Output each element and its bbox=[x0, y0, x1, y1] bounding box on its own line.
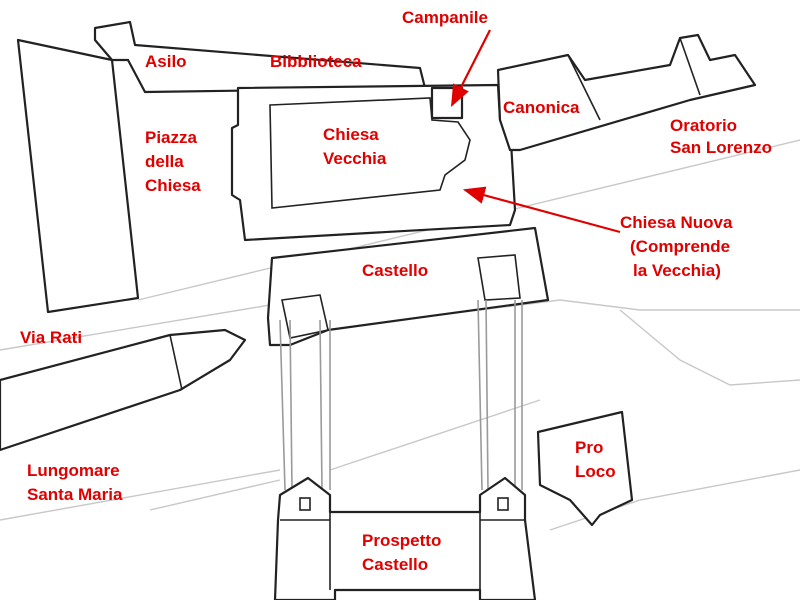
label-chiesa-nuova: Chiesa Nuova bbox=[620, 213, 733, 232]
label-chiesa-vecchia-1: Chiesa bbox=[323, 125, 379, 144]
map-labels: Campanile Asilo Bibblioteca Canonica Ora… bbox=[20, 8, 772, 574]
arrow-campanile bbox=[451, 29, 491, 107]
label-lungomare: Lungomare bbox=[27, 461, 120, 480]
label-loco: Loco bbox=[575, 462, 616, 481]
label-san-lorenzo: San Lorenzo bbox=[670, 138, 772, 157]
label-prospetto-castello: Castello bbox=[362, 555, 428, 574]
label-oratorio: Oratorio bbox=[670, 116, 737, 135]
label-pro: Pro bbox=[575, 438, 603, 457]
label-piazza: Piazza bbox=[145, 128, 198, 147]
label-la-vecchia: la Vecchia) bbox=[633, 261, 721, 280]
arrow-chiesa-nuova bbox=[462, 186, 621, 234]
building-canonica-oratorio bbox=[496, 33, 757, 152]
building-pro-loco bbox=[536, 410, 634, 527]
label-biblioteca: Bibblioteca bbox=[270, 52, 362, 71]
road-island bbox=[0, 328, 247, 452]
label-della: della bbox=[145, 152, 184, 171]
building-left bbox=[16, 38, 140, 314]
building-castello bbox=[266, 226, 550, 347]
building-prospetto-castello bbox=[273, 476, 537, 600]
label-comprende: (Comprende bbox=[630, 237, 730, 256]
projection-lines bbox=[279, 299, 523, 491]
annotation-arrows bbox=[451, 29, 621, 234]
label-castello: Castello bbox=[362, 261, 428, 280]
label-santa-maria: Santa Maria bbox=[27, 485, 123, 504]
label-chiesa-vecchia-2: Vecchia bbox=[323, 149, 387, 168]
label-campanile: Campanile bbox=[402, 8, 488, 27]
label-asilo: Asilo bbox=[145, 52, 187, 71]
label-canonica: Canonica bbox=[503, 98, 580, 117]
label-chiesa-piazza: Chiesa bbox=[145, 176, 201, 195]
label-via-rati: Via Rati bbox=[20, 328, 82, 347]
label-prospetto: Prospetto bbox=[362, 531, 441, 550]
